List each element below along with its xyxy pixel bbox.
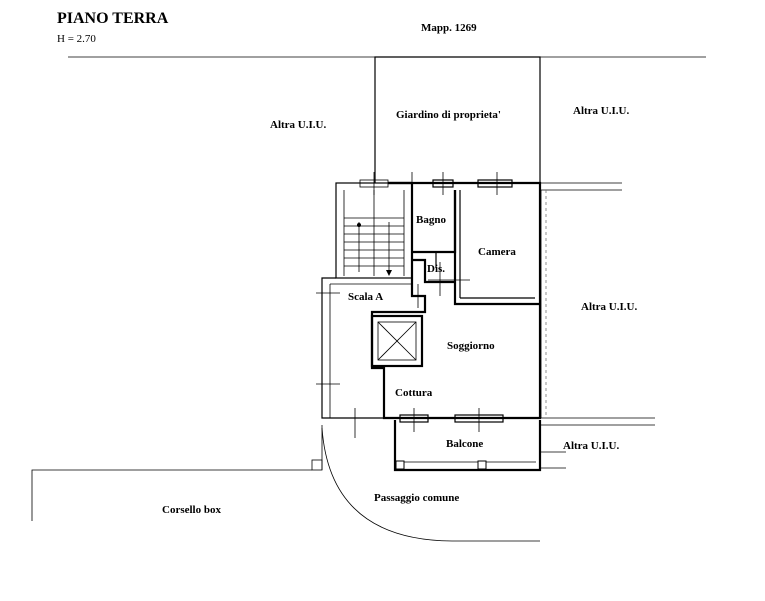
balcony-post-left xyxy=(395,460,405,470)
lift-shaft xyxy=(370,314,424,368)
label-bagno: Bagno xyxy=(416,214,446,226)
label-altra-right-top: Altra U.I.U. xyxy=(573,105,629,117)
label-altra-right-bottom: Altra U.I.U. xyxy=(563,440,619,452)
label-balcone: Balcone xyxy=(446,438,483,450)
label-scala: Scala A xyxy=(348,291,383,303)
label-giardino: Giardino di proprieta' xyxy=(396,109,501,121)
label-camera: Camera xyxy=(478,246,516,258)
balcony-outline xyxy=(393,420,542,472)
scala-landing-walls xyxy=(321,277,384,419)
lift-cabin xyxy=(377,321,417,361)
garden-boundary xyxy=(374,56,541,183)
corsello-boundary xyxy=(31,469,312,521)
apartment-outer-wall xyxy=(370,181,542,420)
balcony-post-mid xyxy=(477,460,487,470)
passaggio-arc xyxy=(321,427,540,542)
label-altra-left: Altra U.I.U. xyxy=(270,119,326,131)
label-cottura: Cottura xyxy=(395,387,433,399)
plan-title: PIANO TERRA xyxy=(57,10,169,27)
label-corsello: Corsello box xyxy=(162,504,221,516)
lift-cross-2 xyxy=(377,321,417,361)
label-soggiorno: Soggiorno xyxy=(447,340,495,352)
label-altra-right-mid: Altra U.I.U. xyxy=(581,301,637,313)
stair-start-dot xyxy=(357,223,361,227)
window-north-2 xyxy=(477,179,513,188)
stair-arrow xyxy=(386,270,392,276)
label-passaggio: Passaggio comune xyxy=(374,492,459,504)
floor-height-label: H = 2.70 xyxy=(57,33,96,45)
passaggio-pillar xyxy=(311,459,323,471)
stair-steps xyxy=(344,217,404,267)
camera-walls xyxy=(453,190,540,306)
label-mapp: Mapp. 1269 xyxy=(421,22,477,34)
label-dis: Dis. xyxy=(427,263,445,275)
